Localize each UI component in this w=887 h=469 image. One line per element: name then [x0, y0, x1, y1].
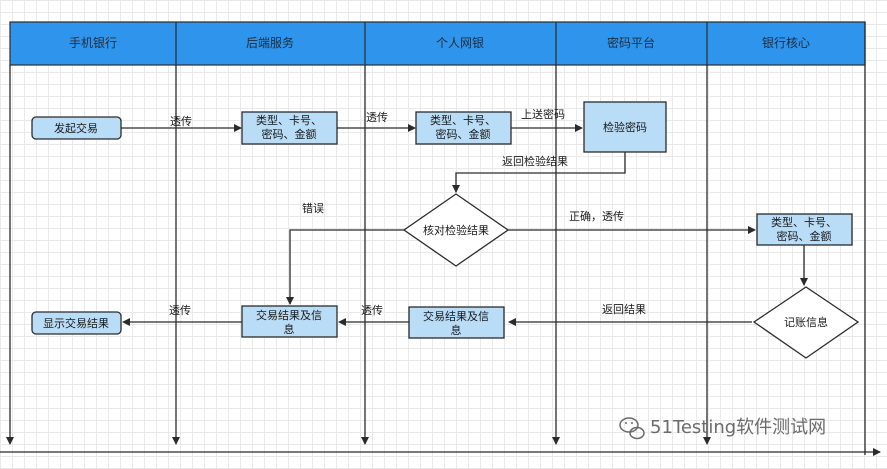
- lane-title-bank-core: 银行核心: [762, 36, 810, 50]
- node-label-line-1: 交易结果及信: [256, 308, 322, 322]
- lane-header-bar: 手机银行 后端服务 个人网银 密码平台 银行核心: [9, 21, 866, 66]
- node-show-result: 显示交易结果: [31, 311, 122, 335]
- edge-label-correct-pass: 正确，透传: [569, 210, 624, 223]
- node-ebank-params: 类型、卡号、 密码、金额: [415, 111, 512, 145]
- node-box: [415, 111, 512, 145]
- node-label: 显示交易结果: [43, 316, 109, 330]
- edge-label-pass-4: 透传: [169, 304, 191, 317]
- lane-title-mobile-bank: 手机银行: [69, 36, 117, 50]
- node-label-line-1: 类型、卡号、: [256, 113, 322, 127]
- node-box: [241, 111, 338, 145]
- node-label: 核对检验结果: [423, 223, 489, 237]
- node-label-line-1: 交易结果及信: [423, 309, 489, 323]
- edge-label-pass-3: 透传: [361, 304, 383, 317]
- node-check-result-decision: 核对检验结果: [402, 193, 510, 267]
- node-label-line-2: 密码、金额: [436, 127, 491, 141]
- lane-lines: [0, 22, 881, 456]
- edge-label-error: 错误: [302, 201, 324, 215]
- edge-verify-to-check: [452, 152, 626, 193]
- lane-title-personal-ebank: 个人网银: [436, 36, 484, 50]
- node-verify-password: 检验密码: [583, 101, 667, 153]
- watermark: 51Testing软件测试网: [619, 417, 826, 440]
- node-ebank-result: 交易结果及信 息: [408, 306, 505, 339]
- edge-error: [286, 229, 404, 305]
- node-box: [756, 213, 853, 246]
- node-start-transaction: 发起交易: [31, 116, 122, 140]
- connectors: [121, 124, 808, 326]
- node-backend-params: 类型、卡号、 密码、金额: [241, 111, 338, 145]
- node-box: [31, 311, 122, 335]
- watermark-text: 51Testing软件测试网: [650, 417, 826, 438]
- edge-label-pass-2: 透传: [366, 111, 388, 124]
- node-core-params: 类型、卡号、 密码、金额: [756, 213, 853, 246]
- node-box: [31, 116, 122, 140]
- node-label-line-2: 密码、金额: [777, 229, 832, 243]
- node-label-line-2: 密码、金额: [262, 127, 317, 141]
- wechat-icon: [619, 417, 645, 440]
- edge-label-pass-1: 透传: [170, 115, 192, 128]
- edge-label-return-verify: 返回检验结果: [502, 154, 568, 168]
- node-label: 检验密码: [603, 120, 647, 134]
- node-label: 发起交易: [54, 121, 98, 135]
- node-box: [241, 305, 338, 338]
- node-box: [583, 101, 667, 153]
- edge-label-return-result: 返回结果: [602, 303, 646, 316]
- node-label: 记账信息: [784, 315, 828, 329]
- lane-title-password-platform: 密码平台: [607, 35, 655, 50]
- decision-diamond: [402, 193, 510, 267]
- node-backend-result: 交易结果及信 息: [241, 305, 338, 338]
- node-box: [408, 306, 505, 339]
- node-label-line-2: 息: [284, 322, 295, 336]
- lane-title-backend-service: 后端服务: [246, 35, 294, 50]
- edge-label-upload-password: 上送密码: [521, 107, 565, 121]
- header-background: [9, 21, 866, 66]
- decision-diamond: [752, 286, 860, 359]
- node-label-line-1: 类型、卡号、: [430, 113, 496, 127]
- node-label-line-2: 息: [451, 323, 462, 337]
- node-accounting-decision: 记账信息: [752, 286, 860, 359]
- node-label-line-1: 类型、卡号、: [771, 215, 837, 229]
